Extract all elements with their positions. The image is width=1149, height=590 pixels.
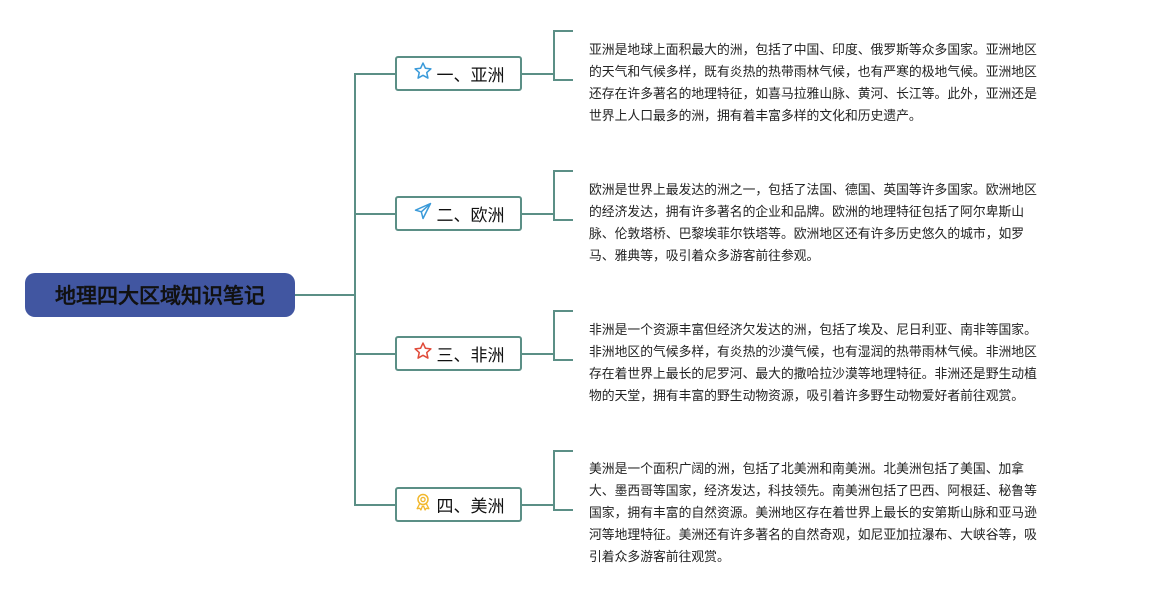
europe-description: 欧洲是世界上最发达的洲之一，包括了法国、德国、英国等许多国家。欧洲地区 的经济发… — [589, 180, 1084, 268]
branch-label: 二、欧洲 — [436, 206, 505, 226]
star-outline-icon — [413, 341, 433, 366]
root-topic[interactable]: 地理四大区域知识笔记 — [25, 273, 295, 317]
star-outline-icon — [413, 61, 433, 86]
text-line: 的天气和气候多样，既有炎热的热带雨林气候，也有严寒的极地气候。亚洲地区 — [589, 65, 1037, 80]
africa-description: 非洲是一个资源丰富但经济欠发达的洲，包括了埃及、尼日利亚、南非等国家。 非洲地区… — [589, 320, 1084, 408]
text-line: 引着众多游客前往观赏。 — [589, 550, 730, 565]
text-line: 国家，拥有丰富的自然资源。美洲地区存在着世界上最长的安第斯山脉和亚马逊 — [589, 506, 1037, 521]
branch-label: 一、亚洲 — [436, 66, 505, 86]
branch-connector — [354, 504, 396, 506]
asia-description: 亚洲是地球上面积最大的洲，包括了中国、印度、俄罗斯等众多国家。亚洲地区 的天气和… — [589, 40, 1084, 128]
branch-africa[interactable]: 三、非洲 — [395, 336, 522, 371]
paper-plane-icon — [413, 201, 433, 226]
root-connector — [295, 294, 355, 296]
text-line: 大、墨西哥等国家，经济发达，科技领先。南美洲包括了巴西、阿根廷、秘鲁等 — [589, 484, 1037, 499]
america-description: 美洲是一个面积广阔的洲，包括了北美洲和南美洲。北美洲包括了美国、加拿 大、墨西哥… — [589, 459, 1084, 569]
branch-connector — [354, 353, 396, 355]
branch-connector — [354, 73, 396, 75]
branch-europe[interactable]: 二、欧洲 — [395, 196, 522, 231]
text-line: 河等地理特征。美洲还有许多著名的自然奇观，如尼亚加拉瀑布、大峡谷等，吸 — [589, 528, 1037, 543]
award-medal-icon — [413, 492, 433, 517]
text-line: 马、雅典等，吸引着众多游客前往参观。 — [589, 249, 820, 264]
text-line: 非洲是一个资源丰富但经济欠发达的洲，包括了埃及、尼日利亚、南非等国家。 — [589, 323, 1037, 338]
text-line: 亚洲是地球上面积最大的洲，包括了中国、印度、俄罗斯等众多国家。亚洲地区 — [589, 43, 1037, 58]
text-line: 的经济发达，拥有许多著名的企业和品牌。欧洲的地理特征包括了阿尔卑斯山 — [589, 205, 1025, 220]
branch-connector — [354, 213, 396, 215]
text-line: 世界上人口最多的洲，拥有着丰富多样的文化和历史遗产。 — [589, 109, 922, 124]
branch-america[interactable]: 四、美洲 — [395, 487, 522, 522]
branch-label: 四、美洲 — [436, 497, 505, 517]
text-line: 美洲是一个面积广阔的洲，包括了北美洲和南美洲。北美洲包括了美国、加拿 — [589, 462, 1025, 477]
text-line: 还存在许多著名的地理特征，如喜马拉雅山脉、黄河、长江等。此外，亚洲还是 — [589, 87, 1037, 102]
text-line: 脉、伦敦塔桥、巴黎埃菲尔铁塔等。欧洲地区还有许多历史悠久的城市，如罗 — [589, 227, 1025, 242]
text-line: 欧洲是世界上最发达的洲之一，包括了法国、德国、英国等许多国家。欧洲地区 — [589, 183, 1037, 198]
branch-asia[interactable]: 一、亚洲 — [395, 56, 522, 91]
text-line: 非洲地区的气候多样，有炎热的沙漠气候，也有湿润的热带雨林气候。非洲地区 — [589, 345, 1037, 360]
trunk-line — [354, 73, 356, 506]
branch-label: 三、非洲 — [436, 346, 505, 366]
text-line: 存在着世界上最长的尼罗河、最大的撒哈拉沙漠等地理特征。非洲还是野生动植 — [589, 367, 1037, 382]
root-title: 地理四大区域知识笔记 — [55, 284, 265, 308]
text-line: 物的天堂，拥有丰富的野生动物资源，吸引着许多野生动物爱好者前往观赏。 — [589, 389, 1025, 404]
